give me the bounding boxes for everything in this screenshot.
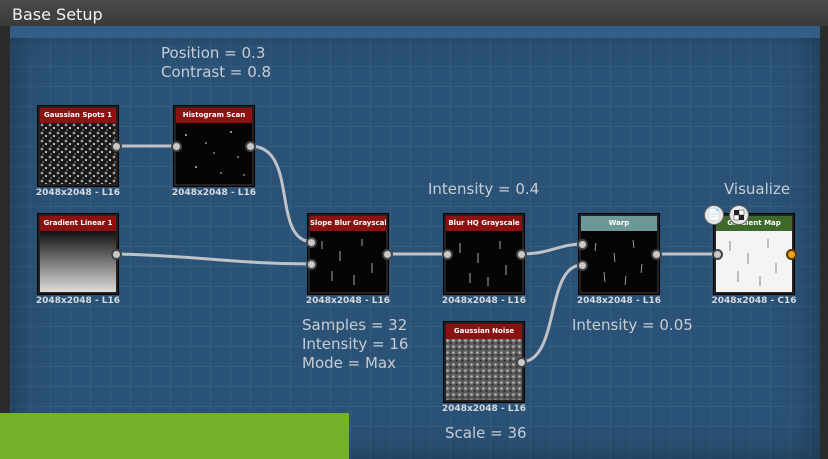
wire-gradient-to-slope [115, 252, 315, 266]
node-thumbnail [581, 231, 657, 292]
checker-icon[interactable] [729, 205, 749, 225]
warp-intensity-note: Intensity = 0.05 [572, 316, 693, 334]
node-slope-blur[interactable]: Slope Blur Grayscale [308, 214, 388, 294]
blur-intensity-note: Intensity = 0.4 [428, 180, 540, 198]
node-thumbnail [446, 339, 522, 400]
output-port[interactable] [111, 141, 122, 152]
output-port[interactable] [516, 249, 527, 260]
node-blur-hq[interactable]: Blur HQ Grayscale [444, 214, 524, 294]
node-thumbnail [310, 231, 386, 292]
node-caption: 2048x2048 - L16 [35, 188, 121, 198]
wire-noise-to-warp [519, 263, 584, 364]
slope-params-note: Samples = 32 Intensity = 16 Mode = Max [302, 316, 409, 372]
node-thumbnail [716, 231, 792, 292]
output-port[interactable] [111, 249, 122, 260]
node-thumbnail [40, 123, 116, 184]
node-gradient-map[interactable]: Gradient Map [714, 214, 794, 294]
frame-header-strip [10, 26, 820, 38]
node-caption: 2048x2048 - L16 [576, 296, 662, 306]
input-port[interactable] [577, 260, 588, 271]
node-histogram-scan[interactable]: Histogram Scan [174, 106, 254, 186]
wire-histogram-to-slope [248, 144, 315, 244]
input-port[interactable] [306, 237, 317, 248]
node-thumbnail [446, 231, 522, 292]
node-title: Slope Blur Grayscale [310, 216, 386, 231]
input-port[interactable] [171, 141, 182, 152]
node-title: Histogram Scan [176, 108, 252, 123]
output-port[interactable] [382, 249, 393, 260]
node-title: Warp [581, 216, 657, 231]
output-port[interactable] [651, 249, 662, 260]
node-caption: 2048x2048 - L16 [305, 296, 391, 306]
node-caption: 2048x2048 - L16 [441, 404, 527, 414]
node-warp[interactable]: Warp [579, 214, 659, 294]
output-port[interactable] [516, 357, 527, 368]
input-port[interactable] [577, 239, 588, 250]
node-gradient-linear[interactable]: Gradient Linear 1 [38, 214, 118, 294]
noise-scale-note: Scale = 36 [445, 424, 527, 442]
node-title: Gaussian Noise [446, 324, 522, 339]
wire-blur-to-warp [519, 242, 584, 256]
node-caption: 2048x2048 - L16 [171, 188, 257, 198]
output-port[interactable] [245, 141, 256, 152]
node-title: Gradient Map [716, 216, 792, 231]
node-gaussian-noise[interactable]: Gaussian Noise [444, 322, 524, 402]
node-gaussian-spots[interactable]: Gaussian Spots 1 [38, 106, 118, 186]
node-caption: 2048x2048 - C16 [711, 296, 797, 306]
node-title: Blur HQ Grayscale [446, 216, 522, 231]
visualize-note: Visualize [724, 180, 791, 198]
node-caption: 2048x2048 - L16 [441, 296, 527, 306]
node-caption: 2048x2048 - L16 [35, 296, 121, 306]
input-port[interactable] [442, 249, 453, 260]
document-icon[interactable]: 📄 [704, 205, 724, 225]
graph-canvas[interactable] [10, 26, 820, 459]
input-port[interactable] [306, 259, 317, 270]
node-thumbnail [176, 123, 252, 184]
input-port[interactable] [712, 249, 723, 260]
node-title: Gaussian Spots 1 [40, 108, 116, 123]
histogram-params-note: Position = 0.3 Contrast = 0.8 [161, 44, 272, 81]
node-title: Gradient Linear 1 [40, 216, 116, 231]
overlay-bar [0, 413, 349, 459]
node-thumbnail [40, 231, 116, 292]
frame-title: Base Setup [0, 0, 828, 26]
output-port[interactable] [786, 249, 797, 260]
